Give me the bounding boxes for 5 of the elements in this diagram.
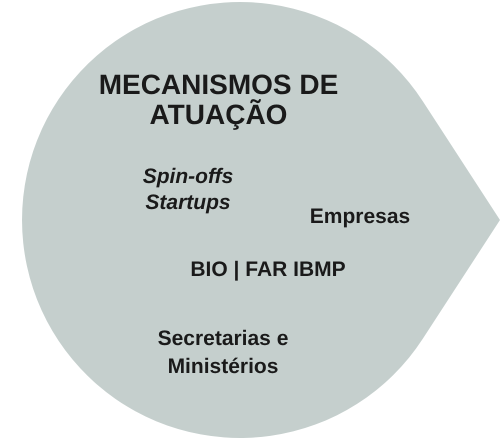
item-text: Empresas xyxy=(308,204,412,230)
item-text: Secretarias e Ministérios xyxy=(156,326,290,380)
item-text: BIO | FAR IBMP xyxy=(189,257,347,283)
heading: MECANISMOS DE ATUAÇÃO xyxy=(98,70,340,130)
item-text: Spin-offs Startups xyxy=(142,164,234,216)
